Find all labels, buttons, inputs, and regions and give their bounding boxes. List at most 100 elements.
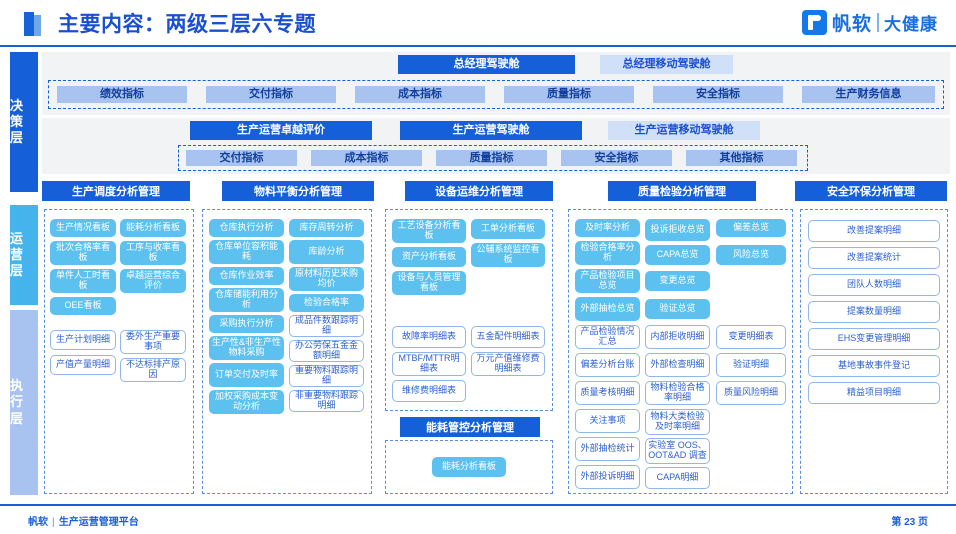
kpi-button[interactable]: 生产性&非生产性物料采购	[209, 336, 284, 360]
footer-rule	[0, 504, 956, 506]
detail-button[interactable]: 外部检查明细	[645, 353, 710, 377]
kpi-button[interactable]: 单件人工时看板	[50, 269, 116, 293]
kpi-button[interactable]: 及时率分析	[575, 219, 640, 237]
production-cockpit-button[interactable]: 生产运营驾驶舱	[400, 121, 582, 140]
column-box-energy-management	[385, 440, 553, 494]
column-box-safety-environment	[800, 209, 948, 494]
detail-button[interactable]: 办公劳保五金金额明细	[289, 340, 364, 362]
kpi-button[interactable]: 工艺设备分析看板	[392, 219, 466, 243]
kpi-button[interactable]: CAPA总览	[645, 245, 710, 265]
kpi-button[interactable]: 产品检验项目总览	[575, 269, 640, 293]
kpi-button[interactable]: 工单分析看板	[471, 219, 545, 239]
detail-button[interactable]: 提案数量明细	[808, 301, 940, 323]
kpi-button[interactable]: 能耗分析看板	[120, 219, 186, 237]
footer-platform: 生产运营管理平台	[58, 517, 139, 528]
kpi-button[interactable]: 仓库执行分析	[209, 219, 284, 237]
detail-button[interactable]: 精益项目明细	[808, 382, 940, 404]
kpi-button[interactable]: 订单交付及时率	[209, 363, 284, 387]
detail-button[interactable]: 生产计划明细	[50, 330, 116, 350]
production-excellence-button[interactable]: 生产运营卓越评价	[190, 121, 372, 140]
gm-cockpit-button[interactable]: 总经理驾驶舱	[398, 55, 575, 74]
indicator-chip[interactable]: 生产财务信息	[802, 86, 935, 103]
kpi-button[interactable]: 偏差总览	[716, 219, 786, 237]
production-mobile-cockpit-button[interactable]: 生产运营移动驾驶舱	[608, 121, 760, 140]
detail-button[interactable]: EHS变更管理明细	[808, 328, 940, 350]
kpi-button[interactable]: 加权采购成本变动分析	[209, 390, 284, 414]
kpi-button[interactable]: 设备与人员管理看板	[392, 271, 466, 295]
kpi-button[interactable]: 外部抽检总览	[575, 297, 640, 321]
detail-button[interactable]: 物料大类检验及时率明细	[645, 409, 710, 435]
kpi-button[interactable]: 资产分析看板	[392, 247, 466, 267]
kpi-button[interactable]: 验证总览	[645, 299, 710, 319]
indicator-chip[interactable]: 交付指标	[186, 150, 297, 166]
kpi-button[interactable]: 风险总览	[716, 245, 786, 265]
detail-button[interactable]: 故障率明细表	[392, 326, 466, 348]
detail-button[interactable]: 改善提案明细	[808, 220, 940, 242]
indicator-chip[interactable]: 成本指标	[311, 150, 422, 166]
kpi-button[interactable]: 变更总览	[645, 271, 710, 291]
indicator-chip[interactable]: 绩效指标	[57, 86, 187, 103]
topic-bar-production-scheduling[interactable]: 生产调度分析管理	[42, 181, 190, 201]
gm-mobile-cockpit-button[interactable]: 总经理移动驾驶舱	[600, 55, 733, 74]
detail-button[interactable]: 维修费明细表	[392, 380, 466, 402]
kpi-button[interactable]: 库龄分析	[289, 240, 364, 264]
detail-button[interactable]: 偏差分析台账	[575, 353, 640, 377]
detail-button[interactable]: 质量考核明细	[575, 381, 640, 405]
detail-button[interactable]: 改善提案统计	[808, 247, 940, 269]
energy-management-bar[interactable]: 能耗管控分析管理	[400, 417, 540, 437]
kpi-button[interactable]: 卓越运营综合评价	[120, 269, 186, 293]
detail-button[interactable]: 实验室 OOS、OOT&AD 调查	[645, 438, 710, 464]
detail-button[interactable]: 验证明细	[716, 353, 786, 377]
indicator-chip[interactable]: 安全指标	[653, 86, 783, 103]
detail-button[interactable]: 重要物料跟踪明细	[289, 365, 364, 387]
topic-bar-material-balance[interactable]: 物料平衡分析管理	[222, 181, 374, 201]
kpi-button[interactable]: 投诉拒收总览	[645, 219, 710, 241]
detail-button[interactable]: 不达标排产原因	[120, 358, 186, 382]
indicator-chip[interactable]: 交付指标	[206, 86, 336, 103]
detail-button[interactable]: 产值产量明细	[50, 355, 116, 375]
footer-separator: |	[52, 517, 55, 528]
detail-button[interactable]: CAPA明细	[645, 467, 710, 489]
detail-button[interactable]: MTBF/MTTR明细表	[392, 352, 466, 376]
topic-bar-equipment-maintenance[interactable]: 设备运维分析管理	[405, 181, 553, 201]
detail-button[interactable]: 产品检验情况汇总	[575, 325, 640, 349]
detail-button[interactable]: 万元产值维修费明细表	[471, 352, 545, 376]
detail-button[interactable]: 成品件数跟踪明细	[289, 315, 364, 337]
topic-bar-quality-inspection[interactable]: 质量检验分析管理	[608, 181, 756, 201]
detail-button[interactable]: 非重要物料跟踪明细	[289, 390, 364, 412]
kpi-button[interactable]: 采购执行分析	[209, 315, 284, 333]
indicator-chip[interactable]: 质量指标	[436, 150, 547, 166]
detail-button[interactable]: 委外生产重要事项	[120, 330, 186, 354]
indicator-chip[interactable]: 其他指标	[686, 150, 797, 166]
title-mark-icon	[24, 12, 41, 36]
detail-button[interactable]: 外部投诉明细	[575, 465, 640, 489]
kpi-button[interactable]: 公辅系统监控看板	[471, 243, 545, 267]
kpi-button[interactable]: 检验合格率分析	[575, 241, 640, 265]
kpi-button[interactable]: OEE看板	[50, 297, 116, 315]
kpi-button[interactable]: 仓库单位容积能耗	[209, 240, 284, 264]
kpi-button[interactable]: 批次合格率看板	[50, 241, 116, 265]
topic-bar-safety-environment[interactable]: 安全环保分析管理	[795, 181, 947, 201]
kpi-button[interactable]: 仓库储能利用分析	[209, 288, 284, 312]
kpi-button[interactable]: 工序与收率看板	[120, 241, 186, 265]
detail-button[interactable]: 团队人数明细	[808, 274, 940, 296]
detail-button[interactable]: 关注事项	[575, 409, 640, 433]
kpi-button[interactable]: 仓库作业效率	[209, 267, 284, 285]
kpi-button[interactable]: 检验合格率	[289, 294, 364, 312]
detail-button[interactable]: 内部拒收明细	[645, 325, 710, 349]
kpi-button[interactable]: 能耗分析看板	[432, 457, 506, 477]
indicator-chip[interactable]: 质量指标	[504, 86, 634, 103]
kpi-button[interactable]: 原材料历史采购均价	[289, 267, 364, 291]
detail-button[interactable]: 外部抽检统计	[575, 437, 640, 461]
detail-button[interactable]: 物料检验合格率明细	[645, 381, 710, 405]
header-rule	[0, 45, 956, 47]
kpi-button[interactable]: 库存周转分析	[289, 219, 364, 237]
detail-button[interactable]: 变更明细表	[716, 325, 786, 349]
detail-button[interactable]: 五金配件明细表	[471, 326, 545, 348]
detail-button[interactable]: 基地事故事件登记	[808, 355, 940, 377]
detail-button[interactable]: 质量风险明细	[716, 381, 786, 405]
indicator-chip[interactable]: 安全指标	[561, 150, 672, 166]
indicator-chip[interactable]: 成本指标	[355, 86, 485, 103]
kpi-button[interactable]: 生产情况看板	[50, 219, 116, 237]
